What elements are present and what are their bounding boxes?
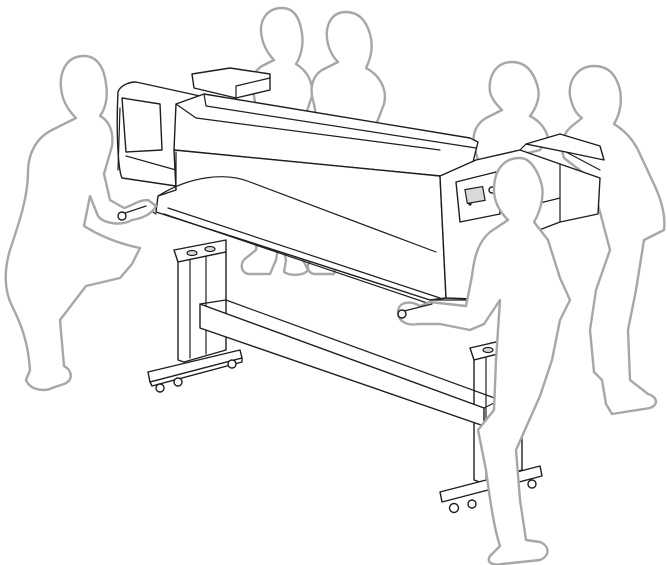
person-back-right-2	[562, 66, 664, 414]
